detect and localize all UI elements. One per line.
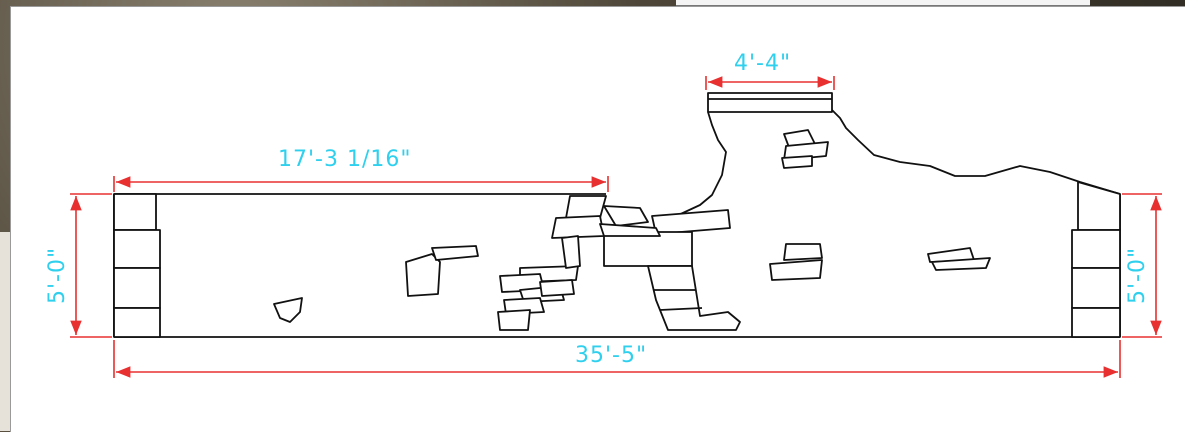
dim-text-left-section: 17'-3 1/16" xyxy=(278,147,412,172)
dim-text-right-height: 5'-0" xyxy=(1125,247,1150,304)
dim-left-height xyxy=(70,193,112,338)
dim-left-section xyxy=(113,176,609,192)
left-end-blocks xyxy=(113,193,161,338)
face-stones xyxy=(273,129,991,323)
rubble-stones xyxy=(497,195,741,331)
right-end-blocks xyxy=(1071,181,1121,338)
wall-top-right-profile xyxy=(659,109,1121,221)
dim-text-overall: 35'-5" xyxy=(575,343,647,368)
dim-text-left-height: 5'-0" xyxy=(45,247,70,304)
dim-right-height xyxy=(1122,193,1162,338)
top-cap xyxy=(707,92,833,113)
dim-overall xyxy=(113,340,1121,378)
dim-text-top-opening: 4'-4" xyxy=(734,51,791,76)
dim-top-opening xyxy=(705,76,835,90)
window-top-bar xyxy=(676,0,1090,6)
